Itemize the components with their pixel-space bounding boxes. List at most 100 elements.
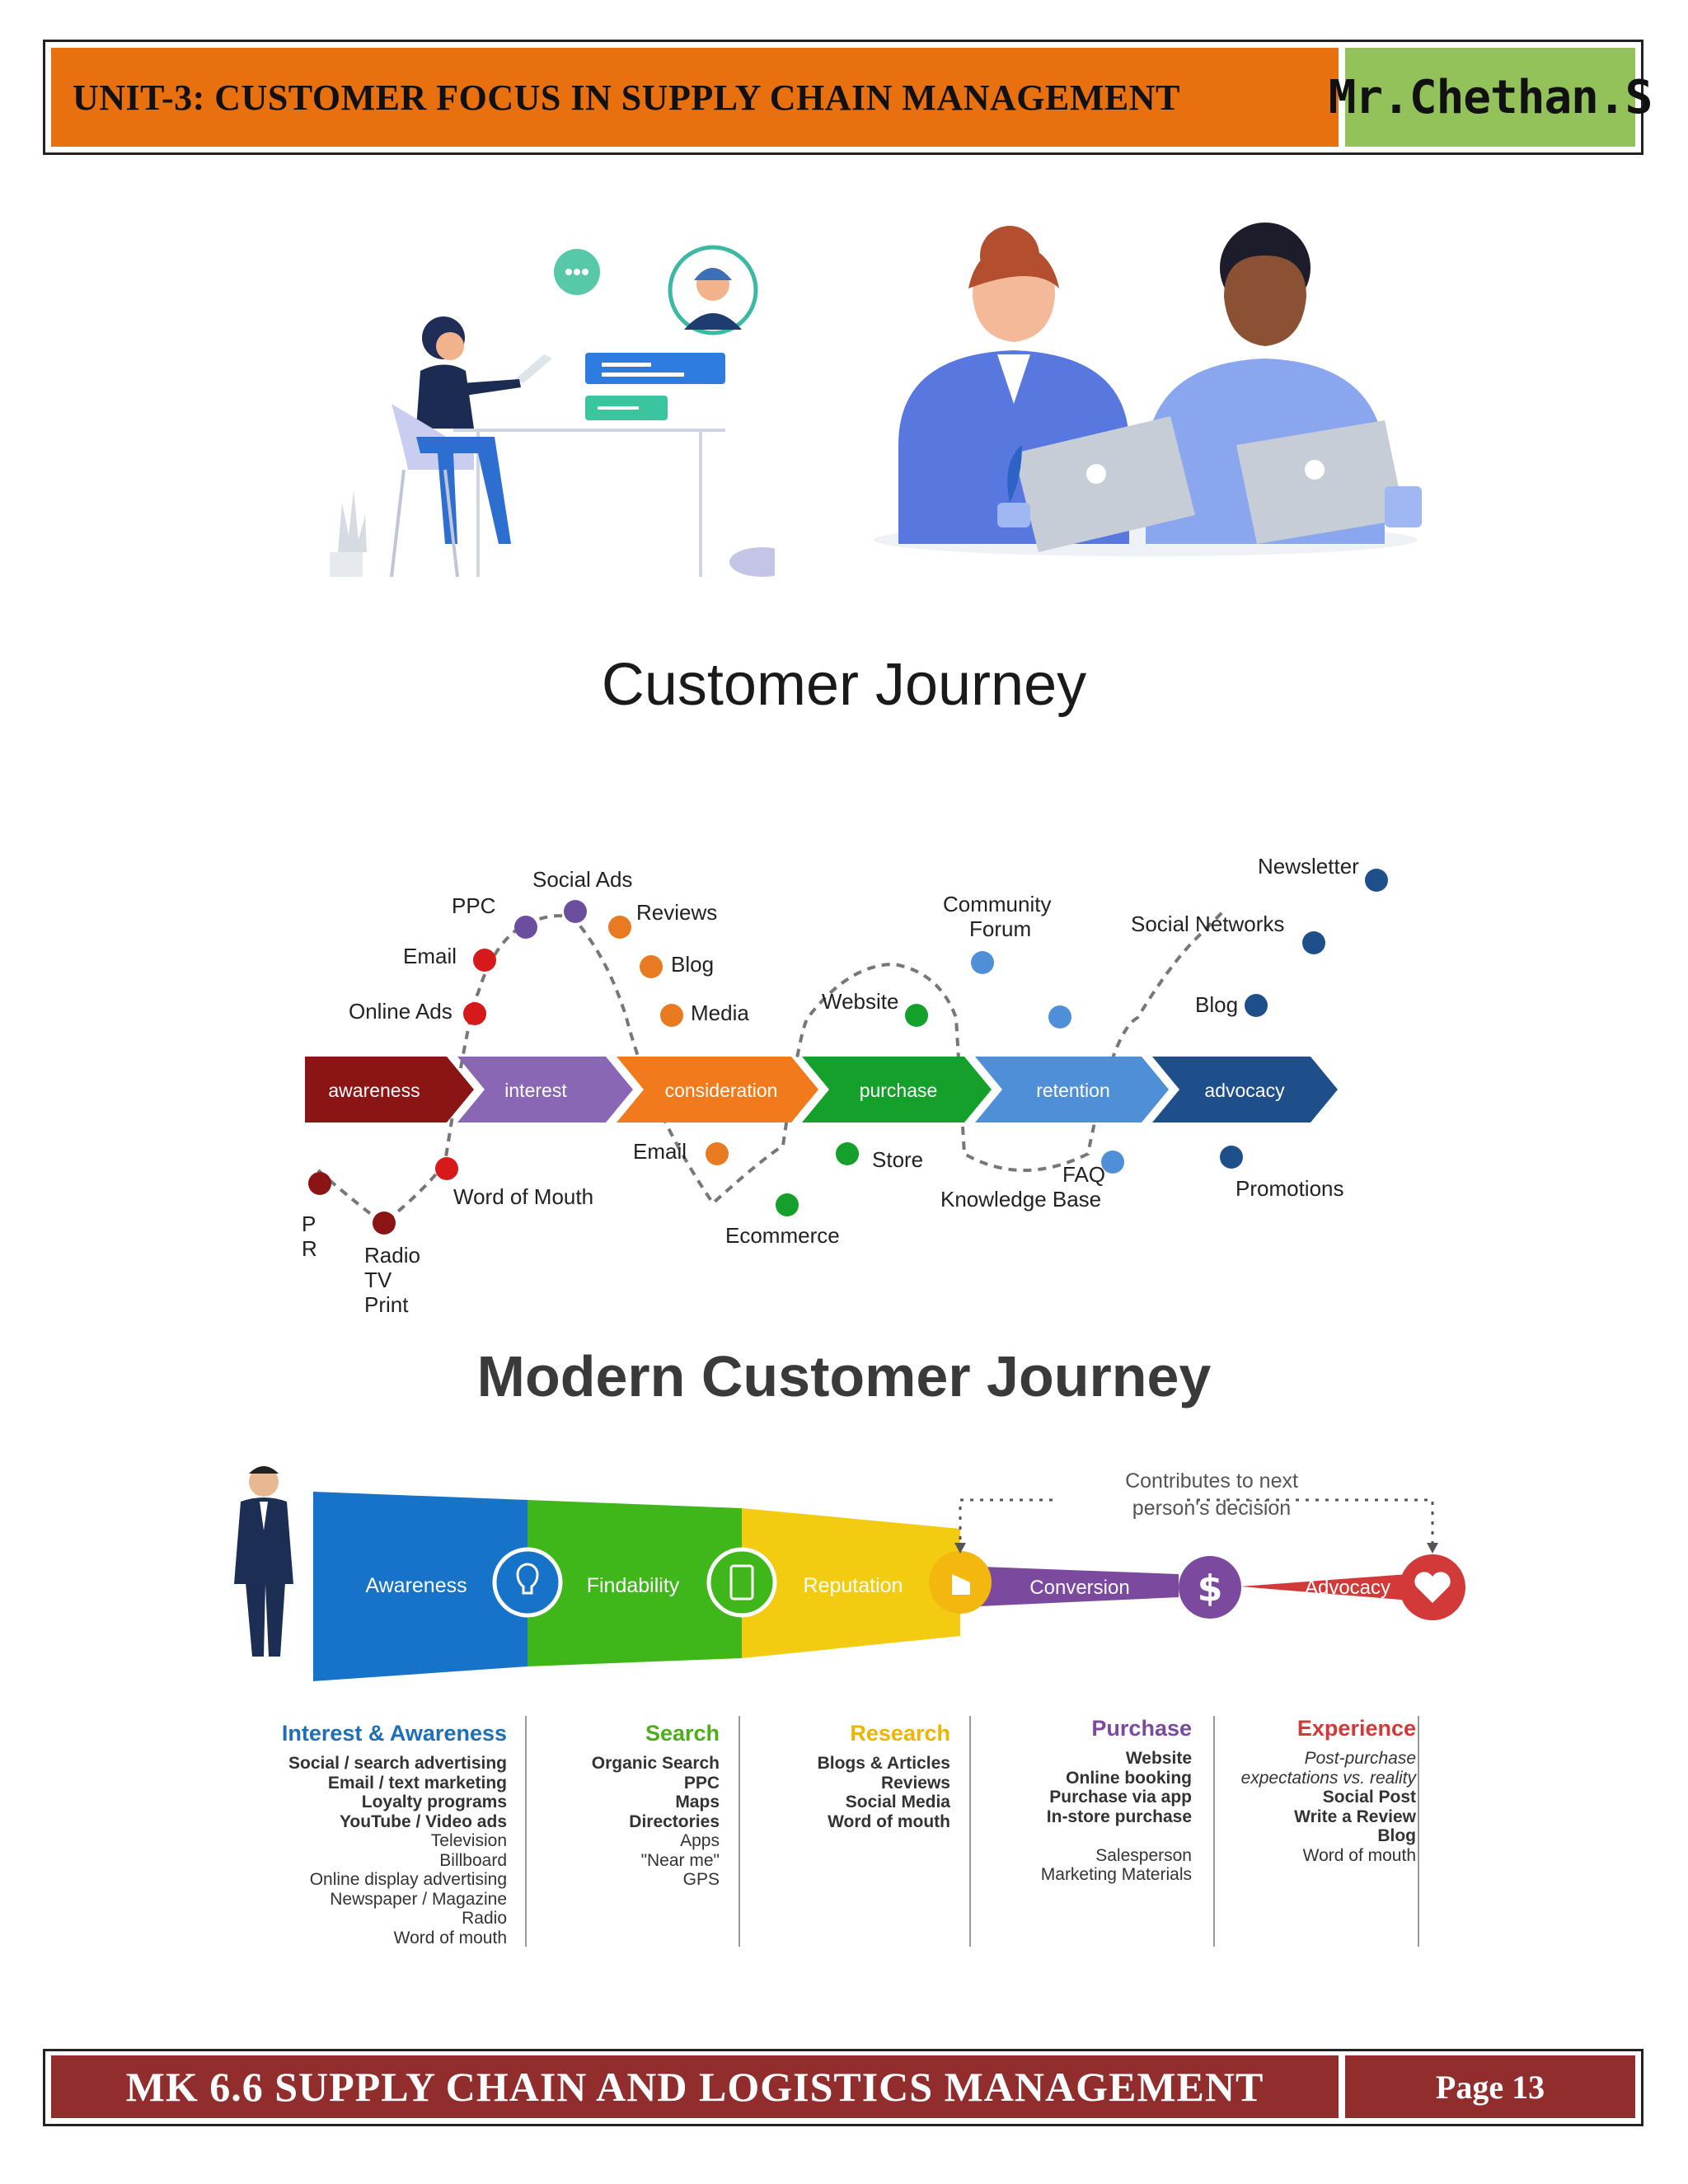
column-item: Online booking <box>1066 1768 1192 1788</box>
note-line-1: Contributes to next <box>1125 1469 1298 1493</box>
svg-text:$: $ <box>1198 1568 1223 1610</box>
label-blog-2: Blog <box>1195 992 1239 1017</box>
band-label-advocacy: Advocacy <box>1305 1577 1390 1599</box>
label-media: Media <box>691 1001 749 1025</box>
column-item: Blog <box>1377 1826 1416 1845</box>
stage-awareness-arrow <box>305 1057 474 1122</box>
column-heading: Experience <box>1296 1716 1416 1741</box>
column-item: Reviews <box>880 1773 950 1793</box>
stage-purchase-label: purchase <box>860 1080 938 1101</box>
modern-journey-funnel: $ Awareness Findability Reputation Conve… <box>234 1466 1465 1681</box>
column-item: Write a Review <box>1294 1807 1416 1826</box>
band-findability <box>528 1500 742 1666</box>
label-blog-1: Blog <box>671 952 715 977</box>
band-label-conversion: Conversion <box>1029 1577 1129 1599</box>
column-item: PPC <box>683 1773 720 1793</box>
label-community: Community <box>943 892 1052 916</box>
column-item: Post-purchase <box>1304 1749 1416 1768</box>
label-radio: Radio <box>364 1243 420 1268</box>
businessman-figure <box>234 1466 293 1657</box>
label-email-top: Email <box>403 944 457 968</box>
column-heading: Research <box>850 1721 950 1746</box>
column-item: expectations vs. reality <box>1240 1768 1416 1788</box>
stage-advocacy-arrow <box>1152 1057 1338 1122</box>
stage-purchase-arrow <box>802 1057 992 1122</box>
column-separator <box>738 1716 740 1947</box>
modern-customer-journey-title: Modern Customer Journey <box>476 1344 1212 1408</box>
column-item: Word of mouth <box>1302 1845 1416 1865</box>
customer-journey-title: Customer Journey <box>601 652 1087 718</box>
column-item: Salesperson <box>1095 1845 1192 1865</box>
column-item: Word of mouth <box>828 1811 950 1831</box>
label-tv: TV <box>364 1268 392 1292</box>
mobile-phone-icon <box>706 1547 777 1618</box>
column-item: Loyalty programs <box>361 1793 507 1811</box>
label-forum: Forum <box>969 916 1032 941</box>
footer-page-box: Page 13 <box>1345 2055 1635 2118</box>
column-item: Blogs & Articles <box>817 1754 950 1773</box>
contribution-dotted-line <box>959 1498 1434 1549</box>
page-number: Page 13 <box>1435 2068 1545 2106</box>
column-separator <box>1213 1716 1215 1947</box>
label-ppc: PPC <box>452 893 496 918</box>
column-item: Social Post <box>1322 1788 1416 1807</box>
column-item: Apps <box>680 1831 720 1850</box>
band-conversion <box>960 1566 1179 1607</box>
stage-retention-label: retention <box>1036 1080 1110 1101</box>
stage-consideration-arrow <box>617 1057 818 1122</box>
lightbulb-icon <box>492 1547 563 1618</box>
column-item: Newspaper / Magazine <box>330 1889 507 1909</box>
column-item: Television <box>430 1831 507 1850</box>
label-newsletter: Newsletter <box>1258 854 1359 879</box>
column-item: Word of mouth <box>393 1928 507 1947</box>
label-r: R <box>302 1236 317 1261</box>
note-line-2: person's decision <box>1132 1497 1291 1520</box>
column-item: Social / search advertising <box>288 1754 507 1773</box>
column-item: GPS <box>682 1870 720 1889</box>
label-ecommerce: Ecommerce <box>725 1223 840 1248</box>
header-author: Mr.Chethan.S <box>1328 70 1653 124</box>
column-item: Online display advertising <box>309 1870 507 1889</box>
footer-frame <box>43 2049 1643 2126</box>
label-email-bottom: Email <box>633 1139 687 1164</box>
column-item: Social Media <box>845 1793 950 1811</box>
column-item: Radio <box>462 1909 507 1928</box>
column-item: Marketing Materials <box>1040 1865 1192 1884</box>
label-online-ads: Online Ads <box>349 999 452 1024</box>
footer-course-bar: MK 6.6 SUPPLY CHAIN AND LOGISTICS MANAGE… <box>51 2055 1339 2118</box>
stage-awareness-label: awareness <box>328 1080 420 1101</box>
column-item: Website <box>1125 1749 1192 1768</box>
band-label-reputation: Reputation <box>804 1574 903 1597</box>
customer-journey-diagram: awareness interest consideration purchas… <box>305 869 1388 1235</box>
label-website: Website <box>822 989 899 1014</box>
band-reputation <box>742 1508 960 1658</box>
band-awareness <box>313 1492 528 1681</box>
stage-advocacy-label: advocacy <box>1204 1080 1285 1101</box>
header-author-box: Mr.Chethan.S <box>1329 48 1653 147</box>
label-p: P <box>302 1212 316 1236</box>
column-item: Maps <box>675 1793 720 1811</box>
label-social-networks: Social Networks <box>1131 912 1285 936</box>
stage-interest-label: interest <box>504 1080 567 1101</box>
illustration-two-people-laptops <box>874 223 1422 556</box>
label-faq: FAQ <box>1062 1162 1106 1187</box>
stage-interest-arrow <box>457 1057 633 1122</box>
dollar-icon <box>1179 1556 1241 1619</box>
label-store: Store <box>872 1147 924 1172</box>
band-label-awareness: Awareness <box>365 1574 467 1597</box>
column-item: Directories <box>629 1811 720 1831</box>
band-advocacy <box>1240 1572 1430 1602</box>
column-item: "Near me" <box>640 1850 720 1870</box>
column-separator <box>969 1716 971 1947</box>
header-frame <box>43 40 1643 155</box>
column-item: In-store purchase <box>1046 1807 1192 1826</box>
column-separator <box>1418 1716 1419 1947</box>
illustration-customer-support <box>330 245 775 578</box>
column-separator <box>525 1716 527 1947</box>
column-item: YouTube / Video ads <box>339 1811 507 1831</box>
header-title: UNIT-3: CUSTOMER FOCUS IN SUPPLY CHAIN M… <box>73 77 1180 118</box>
column-heading: Search <box>645 1721 720 1746</box>
label-promotions: Promotions <box>1236 1176 1344 1201</box>
stage-consideration-label: consideration <box>665 1080 778 1101</box>
column-heading: Purchase <box>1091 1716 1192 1741</box>
